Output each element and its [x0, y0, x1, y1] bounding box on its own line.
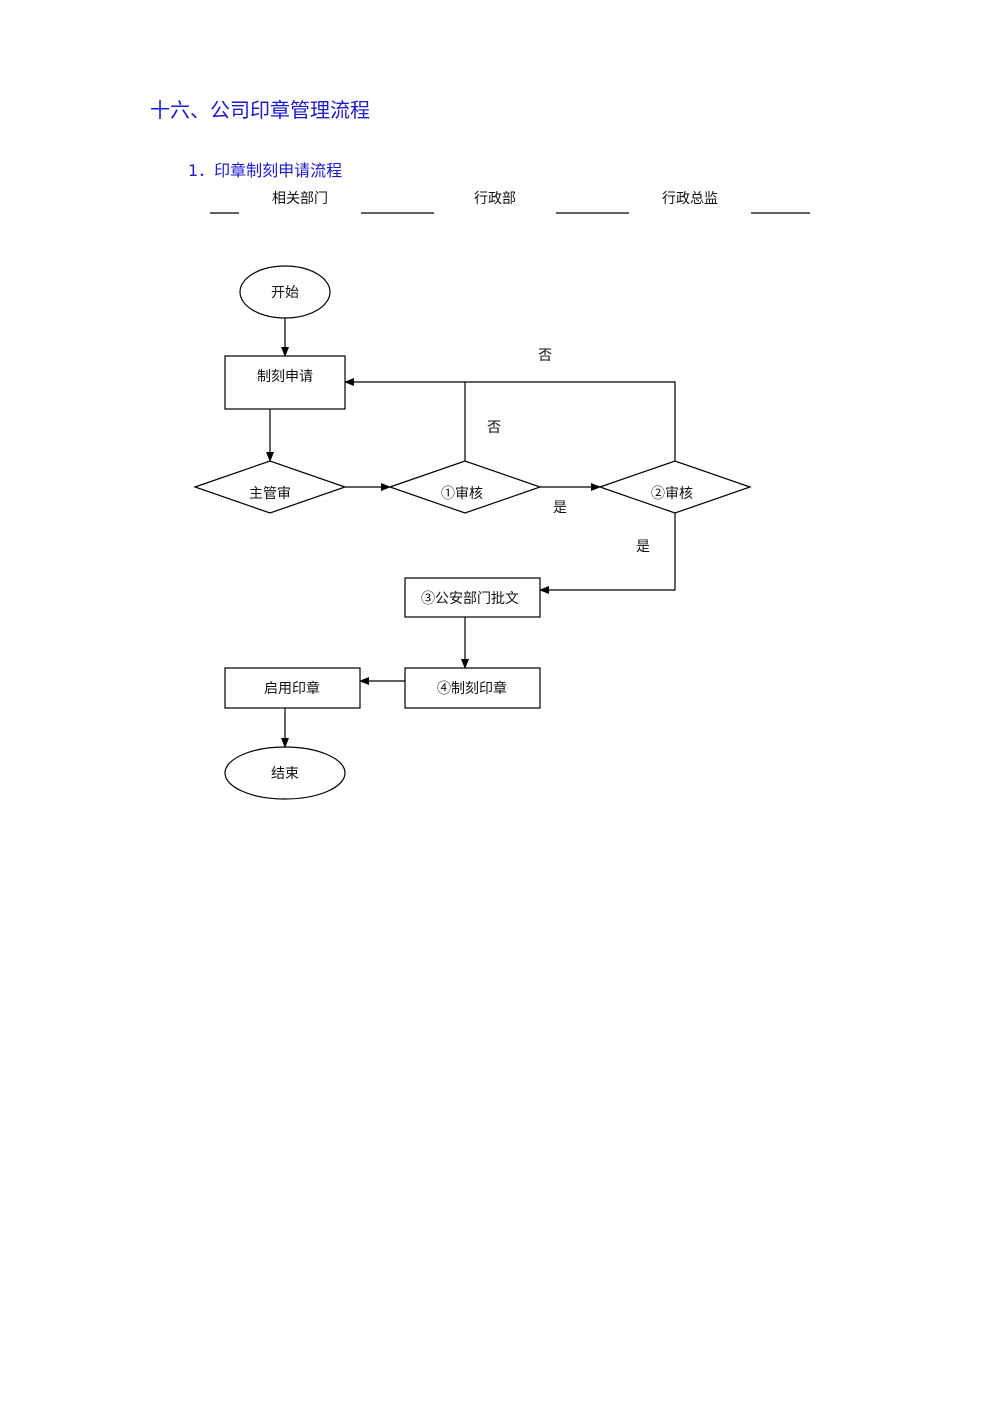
node-police-approval: ③公安部门批文: [404, 577, 541, 618]
node-enable-label: 启用印章: [264, 680, 320, 697]
section-title: 1．印章制刻申请流程: [188, 161, 343, 180]
edge-label-no-top: 否: [538, 348, 552, 364]
lane-label-related-dept: 相关部门: [272, 191, 328, 207]
lane-label-admin-director: 行政总监: [662, 191, 718, 207]
edge-label-no-mid: 否: [487, 420, 501, 436]
edge-label-yes-mid: 是: [553, 500, 567, 516]
connectors: [266, 318, 676, 748]
node-police-label: ③公安部门批文: [421, 591, 519, 607]
lane-header: 相关部门 行政部 行政总监: [210, 191, 810, 214]
edge-review2-no-return: [344, 378, 676, 461]
lane-label-admin-dept: 行政部: [474, 191, 516, 207]
node-supervisor-review: 主管审: [193, 460, 347, 514]
node-review-2: ②审核: [598, 460, 752, 514]
node-review-1-label: ①审核: [441, 486, 483, 502]
node-make-seal: ④制刻印章: [404, 667, 541, 709]
node-apply-label: 制刻申请: [257, 369, 313, 385]
node-start: 开始: [239, 265, 331, 319]
node-enable-seal: 启用印章: [224, 667, 361, 709]
node-supervisor-label: 主管审: [249, 486, 291, 502]
edge-review2-police: [539, 513, 676, 594]
node-start-label: 开始: [271, 285, 299, 301]
node-end: 结束: [224, 746, 346, 800]
node-make-label: ④制刻印章: [437, 680, 507, 697]
edge-label-yes-right: 是: [636, 539, 650, 555]
node-review-1: ①审核: [388, 460, 542, 514]
node-review-2-label: ②审核: [651, 486, 693, 502]
page-title: 十六、公司印章管理流程: [150, 98, 370, 122]
node-apply: 制刻申请: [224, 355, 346, 410]
node-end-label: 结束: [271, 766, 299, 782]
